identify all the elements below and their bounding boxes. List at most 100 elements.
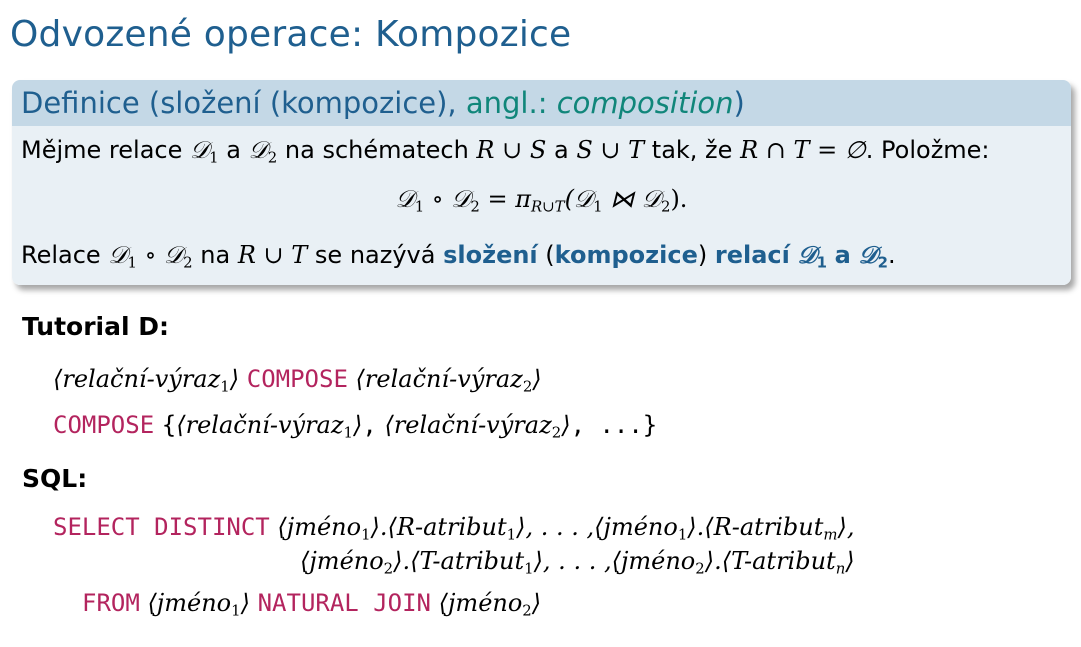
placeholder: ⟩.⟨R-atribut (687, 513, 824, 541)
keyword-select-distinct: SELECT DISTINCT (53, 513, 270, 541)
subscript: 2 (551, 423, 562, 442)
subscript: 2 (183, 253, 193, 272)
subscript: 1 (209, 148, 219, 167)
math-d: 𝒟 (248, 136, 268, 164)
subscript: 2 (470, 197, 480, 216)
subscript: 2 (267, 148, 278, 167)
comma: , (362, 411, 377, 439)
text: . Položme: (865, 136, 990, 164)
placeholder: ⟨jméno (277, 513, 362, 541)
sql-line-3: FROM ⟨jméno1⟩ NATURAL JOIN ⟨jméno2⟩ (82, 589, 542, 620)
tutorial-d-heading: Tutorial D: (22, 312, 170, 341)
term-kompozice: kompozice (554, 241, 698, 269)
subscript: 2 (522, 601, 532, 620)
math-expr: R ∪ T (237, 241, 308, 269)
math-d-bold: 𝒟 (858, 240, 878, 269)
keyword-compose: COMPOSE (53, 411, 155, 439)
equals-pi: = π (479, 185, 531, 213)
math-d: (𝒟 (564, 185, 594, 213)
placeholder: ⟨jméno (300, 547, 384, 575)
subscript: 2 (660, 197, 671, 216)
angle-close: ⟩ (532, 365, 542, 393)
term-relaci: relací (714, 241, 790, 269)
subscript: 1 (127, 253, 137, 272)
math-expr: R ∪ S (476, 136, 547, 164)
subscript: 1 (231, 601, 241, 620)
definition-heading-text: Definice (složení (kompozice), (21, 86, 457, 120)
angl-label: angl.: (465, 86, 548, 120)
subscript: 2 (522, 377, 533, 396)
placeholder-expr: relační-výraz (62, 365, 221, 393)
placeholder-expr: relační-výraz (393, 411, 552, 439)
sql-heading: SQL: (22, 464, 88, 493)
placeholder: ⟩ (845, 547, 855, 575)
text: a (553, 136, 569, 164)
text: na (200, 241, 231, 269)
heading-close: ) (733, 86, 745, 120)
subscript: R∪T (530, 197, 565, 216)
sql-line-1: SELECT DISTINCT ⟨jméno1⟩.⟨R-atribut1⟩, .… (53, 513, 855, 544)
definition-body: Mějme relace 𝒟1 a 𝒟2 na schématech R ∪ S… (12, 126, 1071, 285)
subscript: 2 (383, 559, 394, 578)
angle-close: ⟩ (240, 589, 250, 617)
subscript: 1 (506, 525, 517, 544)
slide-title: Odvozené operace: Kompozice (10, 14, 572, 55)
text: tak, že (651, 136, 733, 164)
subscript: 1 (414, 197, 425, 216)
subscript: 1 (361, 525, 371, 544)
definition-line-3: Relace 𝒟1 ∘ 𝒟2 na R ∪ T se nazývá složen… (21, 240, 896, 272)
placeholder: ⟩.⟨T-atribut (704, 547, 836, 575)
angl-part: angl.: composition (466, 86, 734, 120)
text: se nazývá (314, 241, 436, 269)
definition-box: Definice (složení (kompozice), angl.: co… (12, 80, 1071, 285)
paren: ( (545, 241, 555, 269)
tutorial-d-line-1: ⟨relační-výraz1⟩ COMPOSE ⟨relační-výraz2… (53, 365, 542, 396)
placeholder: ⟩, . . . ,⟨jméno (516, 513, 678, 541)
placeholder: ⟩, (837, 513, 855, 541)
paren: ) (697, 241, 708, 269)
subscript: m (823, 525, 838, 544)
definition-line-1: Mějme relace 𝒟1 a 𝒟2 na schématech R ∪ S… (21, 136, 990, 167)
placeholder: ⟩.⟨T-atribut (393, 547, 525, 575)
subscript: 1 (524, 559, 534, 578)
subscript: 1 (593, 197, 603, 216)
placeholder: ⟩.⟨R-atribut (370, 513, 507, 541)
placeholder: ⟨jméno (147, 589, 232, 617)
keyword-from: FROM (82, 589, 140, 617)
brace: { (161, 411, 177, 439)
keyword-compose: COMPOSE (246, 365, 348, 393)
angle-open: ⟨ (384, 411, 394, 439)
definition-heading: Definice (složení (kompozice), angl.: co… (12, 80, 1071, 126)
math-d-bold: 𝒟 (797, 240, 817, 269)
math-expr: R ∩ T = ∅ (740, 136, 866, 164)
text: a (226, 136, 241, 164)
placeholder: ⟩, . . . ,⟨jméno (533, 547, 696, 575)
keyword-natural-join: NATURAL JOIN (257, 589, 431, 617)
angle-close: ⟩ (352, 411, 363, 439)
angle-open: ⟨ (176, 411, 186, 439)
join-op: ⋈ 𝒟 (602, 185, 661, 213)
placeholder-expr: relační-výraz (364, 365, 523, 393)
math-d: 𝒟 (190, 136, 210, 164)
tutorial-d-line-2: COMPOSE {⟨relační-výraz1⟩, ⟨relační-výra… (53, 411, 657, 442)
placeholder-expr: relační-výraz (185, 411, 344, 439)
text: . (888, 241, 896, 269)
angl-term: composition (556, 86, 734, 120)
math-d: 𝒟 (451, 185, 471, 213)
term-a: a (834, 241, 851, 269)
placeholder: ⟨jméno (438, 589, 523, 617)
subscript: 1 (816, 253, 828, 272)
subscript: 1 (343, 423, 353, 442)
angle-close: ⟩ (531, 589, 542, 617)
term-slozeni: složení (443, 241, 538, 269)
subscript: 2 (877, 253, 889, 272)
subscript: 1 (677, 525, 688, 544)
subscript: n (835, 559, 846, 578)
formula-end: ). (670, 185, 688, 213)
compose-op: ∘ 𝒟 (136, 241, 184, 269)
angle-close: ⟩ (561, 411, 571, 439)
compose-op: ∘ (424, 185, 452, 213)
subscript: 1 (220, 377, 230, 396)
angle-close: ⟩ (229, 365, 240, 393)
definition-formula: 𝒟1 ∘ 𝒟2 = πR∪T(𝒟1 ⋈ 𝒟2). (12, 185, 1071, 216)
